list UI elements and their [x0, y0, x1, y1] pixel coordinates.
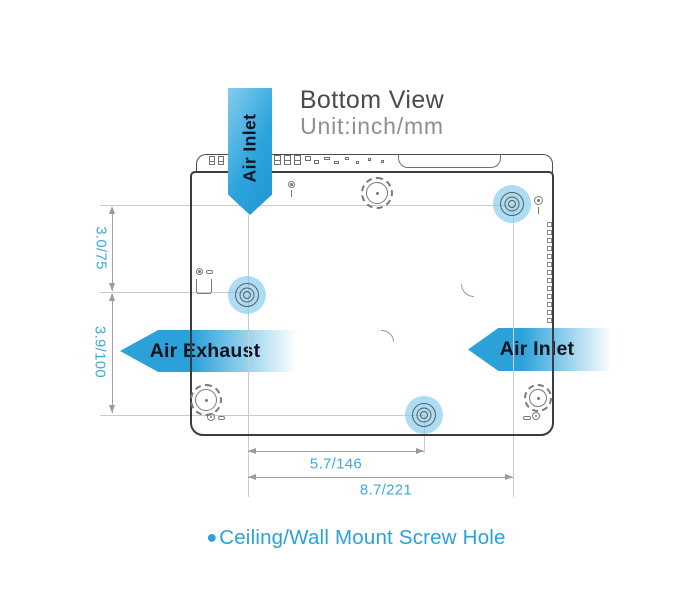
- dimension-line-horizontal-inner: [248, 451, 424, 452]
- adjustable-foot-icon: [361, 177, 393, 209]
- arrowhead-left-icon: [248, 448, 256, 454]
- guide-line-middle: [100, 292, 248, 293]
- guide-line-left-hole: [248, 215, 249, 497]
- screw-hole-icon: [412, 403, 436, 427]
- screw-hole-icon: [235, 283, 259, 307]
- vent-slot: [547, 262, 552, 267]
- vent-slot: [547, 310, 552, 315]
- vent-slot: [547, 294, 552, 299]
- vent-slot: [547, 278, 552, 283]
- screw-stem-icon: [291, 190, 293, 197]
- vent-slot: [294, 155, 301, 165]
- screw-icon: [207, 413, 215, 421]
- vent-slot: [314, 160, 319, 164]
- screw-hole-icon: [500, 192, 524, 216]
- vent-slot: [334, 161, 339, 164]
- vent-slot: [381, 160, 384, 163]
- vent-slot: [547, 238, 552, 243]
- mount-box-outline: [196, 279, 212, 294]
- latch-icon: [523, 416, 531, 420]
- adjustable-foot-icon: [524, 384, 552, 412]
- screw-icon: [196, 268, 203, 275]
- guide-line-top: [100, 205, 513, 206]
- handle-recess-outline: [398, 154, 501, 168]
- arrowhead-right-icon: [416, 448, 424, 454]
- dimension-line-horizontal-outer: [248, 477, 513, 478]
- screw-icon: [534, 196, 543, 205]
- vent-slot: [547, 222, 552, 227]
- screw-hole-marker-left: [228, 276, 266, 314]
- legend: ●Ceiling/Wall Mount Screw Hole: [156, 526, 556, 550]
- arrowhead-right-icon: [505, 474, 513, 480]
- arrowhead-up-icon: [108, 293, 115, 301]
- vent-slot: [356, 161, 359, 164]
- vent-slot: [209, 156, 215, 165]
- vent-slot: [547, 254, 552, 259]
- vent-slot: [324, 157, 330, 160]
- vent-slot: [547, 286, 552, 291]
- air-inlet-top-arrow: Air Inlet: [228, 88, 272, 215]
- air-inlet-right-arrow: Air Inlet: [468, 328, 620, 371]
- arrowhead-up-icon: [108, 206, 115, 214]
- dimension-line-vertical-lower: [112, 294, 113, 413]
- vent-slot: [547, 302, 552, 307]
- dimension-label-vertical-upper: 3.0/75: [92, 226, 110, 270]
- adjustable-foot-icon: [190, 384, 222, 416]
- screw-stem-icon: [538, 207, 540, 214]
- vent-slot: [218, 156, 224, 165]
- vent-slot: [547, 270, 552, 275]
- side-vent-column: [547, 222, 552, 332]
- unit-subtitle: Unit:inch/mm: [300, 113, 444, 139]
- dimension-line-vertical-upper: [112, 208, 113, 291]
- screw-icon: [288, 181, 295, 188]
- air-exhaust-label: Air Exhaust: [149, 339, 261, 362]
- screw-hole-marker-bottom-center: [405, 396, 443, 434]
- screw-hole-marker-top-right: [493, 185, 531, 223]
- latch-icon: [206, 270, 213, 274]
- vent-slot: [547, 230, 552, 235]
- arrowhead-down-icon: [108, 283, 115, 291]
- page-title: Bottom View: [299, 86, 445, 114]
- dimension-label-horizontal-outer: 8.7/221: [359, 481, 413, 499]
- air-exhaust-arrow: Air Exhaust: [120, 330, 302, 372]
- vent-slot: [284, 155, 291, 165]
- vent-slot: [368, 158, 371, 161]
- dimension-label-vertical-lower: 3.9/100: [91, 325, 109, 379]
- air-inlet-right-label: Air Inlet: [499, 338, 575, 360]
- vent-slot: [305, 156, 311, 161]
- guide-line-right-hole: [513, 204, 514, 497]
- arrowhead-down-icon: [108, 405, 115, 413]
- vent-slot: [274, 155, 281, 165]
- vent-slot: [547, 246, 552, 251]
- legend-dot-icon: ●: [206, 527, 218, 547]
- screw-icon: [532, 412, 540, 420]
- guide-line-bottom: [100, 415, 424, 416]
- vent-slot: [547, 318, 552, 323]
- arrowhead-left-icon: [248, 474, 256, 480]
- dimension-label-horizontal-inner: 5.7/146: [309, 455, 363, 473]
- legend-label: Ceiling/Wall Mount Screw Hole: [219, 526, 506, 549]
- projector-body-outline: [190, 171, 554, 436]
- latch-icon: [218, 416, 225, 420]
- vent-slot: [345, 157, 349, 160]
- projector-top-edge: [196, 154, 553, 173]
